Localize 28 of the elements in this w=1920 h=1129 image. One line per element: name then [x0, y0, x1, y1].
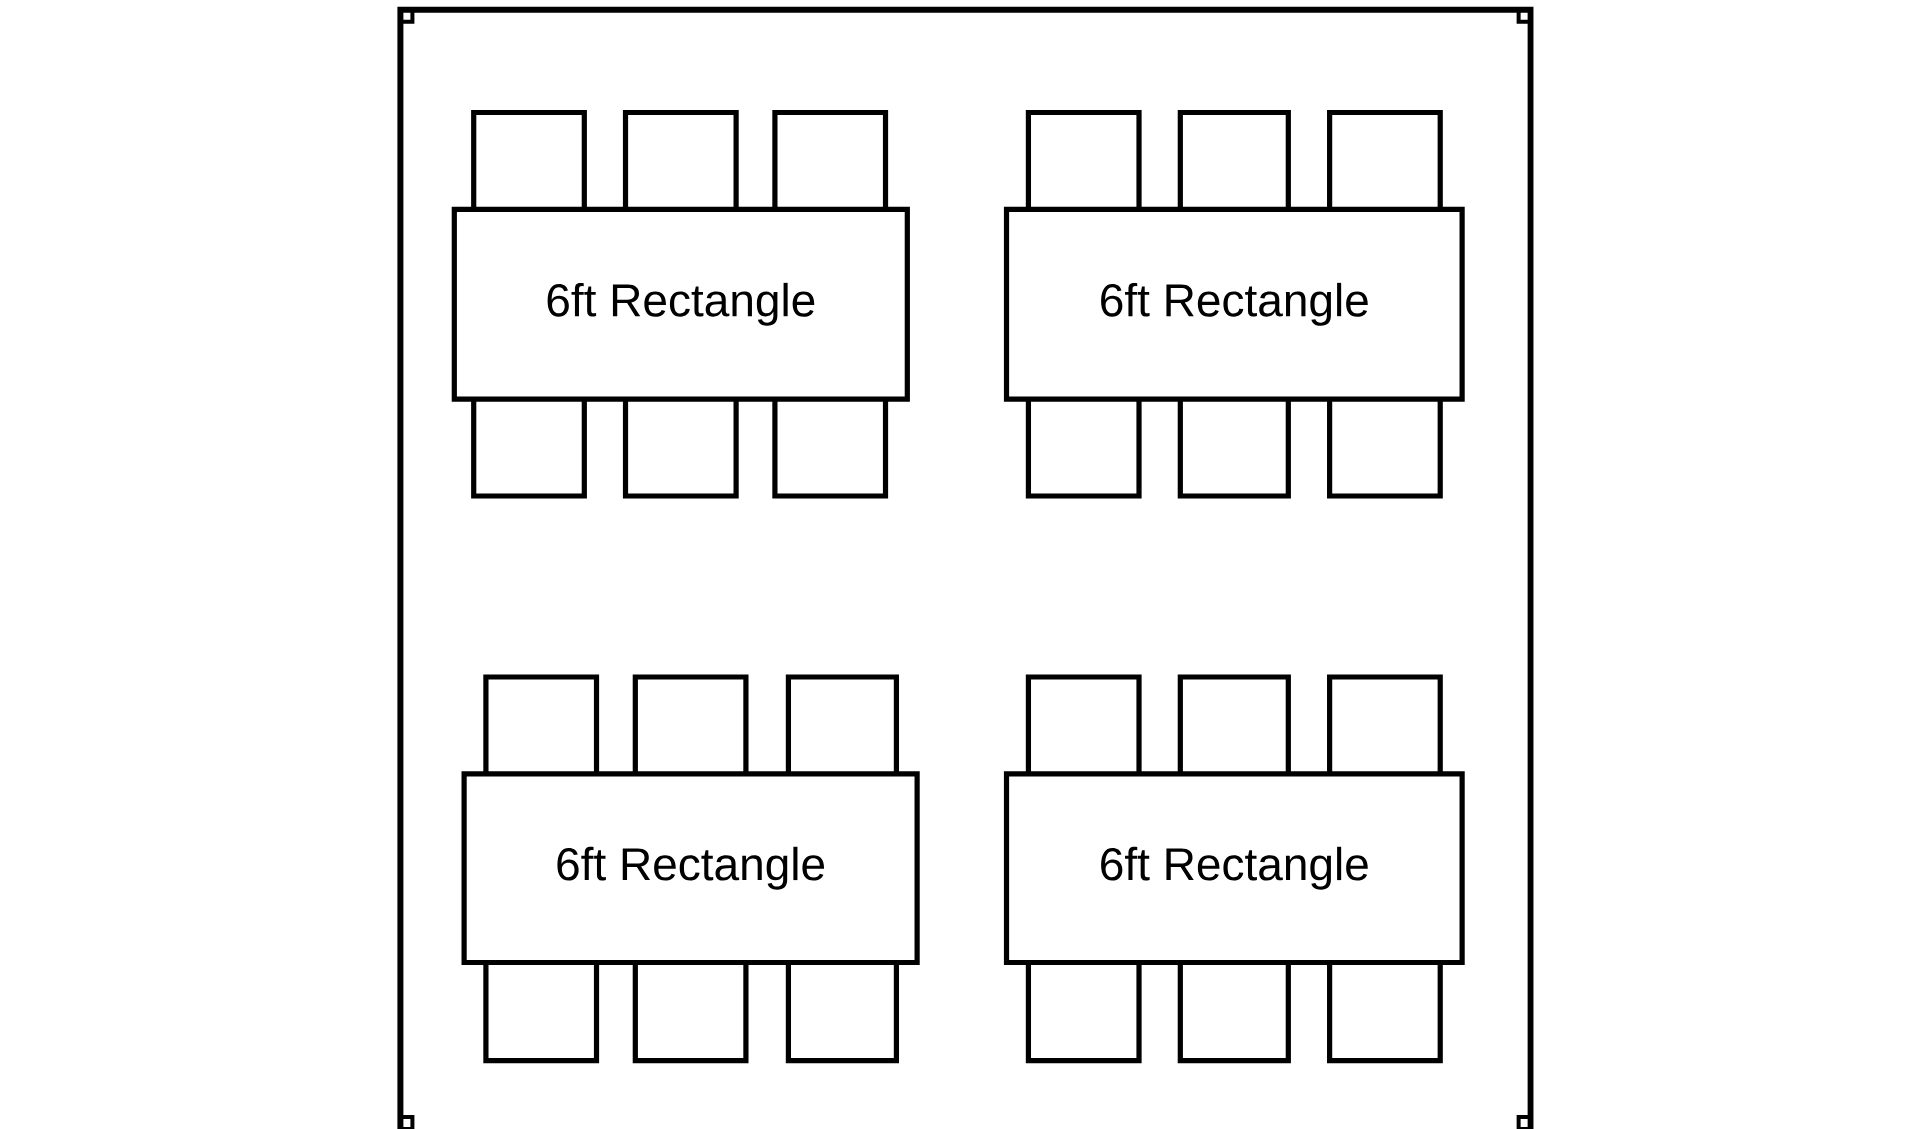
table: 6ft Rectangle — [461, 771, 920, 966]
chair — [1025, 674, 1142, 774]
table: 6ft Rectangle — [1003, 206, 1465, 402]
chair — [785, 962, 899, 1064]
chair — [471, 109, 587, 210]
chair — [622, 109, 739, 210]
chair — [1177, 109, 1291, 210]
chair — [632, 962, 749, 1064]
chair — [772, 109, 889, 210]
table: 6ft Rectangle — [451, 206, 910, 402]
chair — [622, 399, 739, 499]
chair — [772, 399, 889, 499]
chair — [1177, 674, 1291, 774]
chair — [1327, 109, 1443, 210]
chair — [1177, 399, 1291, 499]
table: 6ft Rectangle — [1003, 771, 1465, 966]
chair — [1025, 399, 1142, 499]
chair — [483, 674, 600, 774]
chair — [1327, 962, 1443, 1064]
chair — [1025, 962, 1142, 1064]
chair — [471, 399, 587, 499]
chair — [1327, 674, 1443, 774]
chair — [483, 962, 600, 1064]
chair — [1177, 962, 1291, 1064]
chair — [632, 674, 749, 774]
chair — [1025, 109, 1142, 210]
chair — [785, 674, 899, 774]
chair — [1327, 399, 1443, 499]
